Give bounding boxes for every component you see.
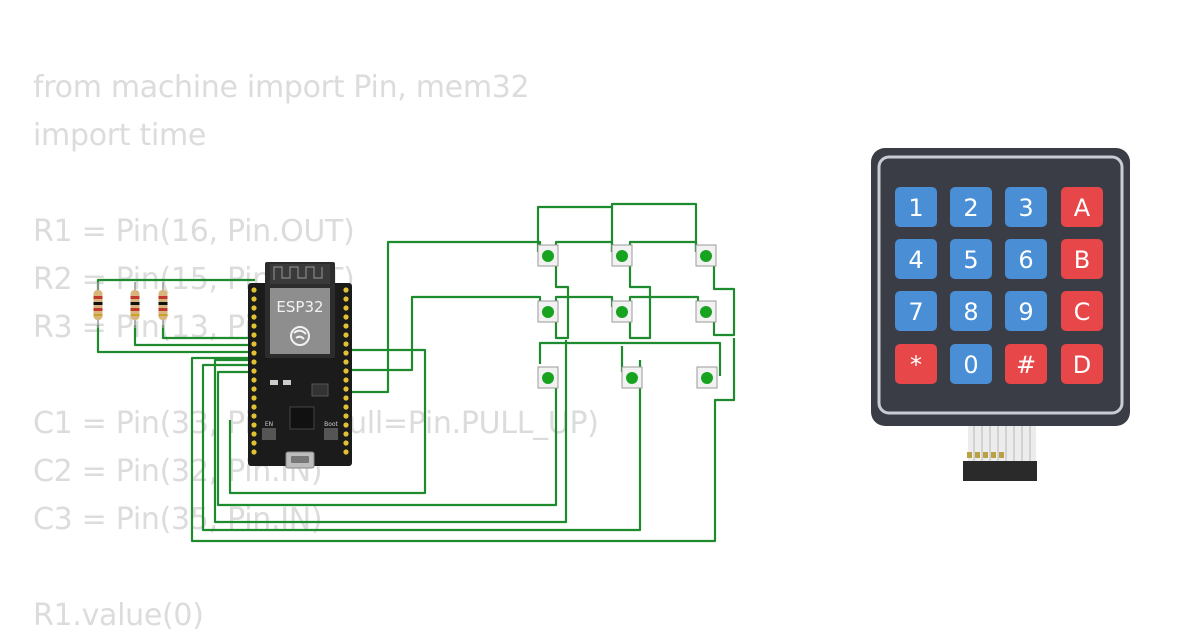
wire-row2[interactable] [350, 295, 542, 372]
wire-top-bus[interactable] [536, 205, 614, 252]
wire-r3[interactable] [161, 325, 255, 340]
pin-header-right [343, 287, 349, 455]
key-5[interactable]: 5 [950, 239, 992, 279]
wire-col2-link[interactable] [628, 266, 652, 340]
code-line-1: from machine import Pin, mem32 [33, 70, 530, 105]
keypad-connector[interactable] [963, 461, 1037, 481]
code-line-10: C3 = Pin(35, Pin.IN) [33, 502, 323, 537]
svg-text:B: B [1074, 246, 1090, 274]
usb-uart-chip [289, 406, 315, 430]
esp32-label: ESP32 [276, 298, 323, 316]
key-6[interactable]: 6 [1005, 239, 1047, 279]
pushbutton-3[interactable] [695, 244, 717, 267]
code-line-12: R1.value(0) [33, 598, 204, 633]
regulator-chip [311, 383, 329, 397]
wire-col3-link[interactable] [712, 266, 736, 337]
resistor-2[interactable] [130, 282, 140, 328]
svg-text:#: # [1016, 351, 1036, 379]
resistor-1[interactable] [93, 282, 103, 328]
esp32-chip-icon [270, 288, 330, 354]
pushbutton-5[interactable] [611, 300, 633, 323]
svg-text:3: 3 [1018, 194, 1033, 222]
pushbutton-6[interactable] [695, 300, 717, 323]
wires[interactable] [96, 202, 736, 543]
key-star[interactable]: * [895, 344, 937, 384]
wire-col1-link[interactable] [554, 266, 570, 340]
boot-label: Boot [324, 421, 338, 428]
svg-text:2: 2 [963, 194, 978, 222]
pushbutton-8[interactable] [621, 366, 643, 389]
key-3[interactable]: 3 [1005, 187, 1047, 227]
key-0[interactable]: 0 [950, 344, 992, 384]
svg-text:8: 8 [963, 298, 978, 326]
boot-button[interactable] [324, 428, 338, 440]
key-7[interactable]: 7 [895, 291, 937, 331]
en-label: EN [265, 421, 273, 428]
smd-component [283, 380, 291, 385]
smd-component [270, 380, 278, 385]
key-8[interactable]: 8 [950, 291, 992, 331]
key-hash[interactable]: # [1005, 344, 1047, 384]
svg-text:C: C [1074, 298, 1091, 326]
key-9[interactable]: 9 [1005, 291, 1047, 331]
wire-col-return4[interactable] [190, 338, 736, 543]
wire-row3[interactable] [538, 341, 722, 376]
espressif-logo-icon [290, 326, 310, 346]
svg-text:5: 5 [963, 246, 978, 274]
svg-text:0: 0 [963, 351, 978, 379]
key-1[interactable]: 1 [895, 187, 937, 227]
svg-text:7: 7 [908, 298, 923, 326]
antenna-trace [273, 266, 323, 280]
svg-text:6: 6 [1018, 246, 1033, 274]
pin-header-left [251, 287, 257, 455]
antenna-area [270, 264, 330, 284]
usb-port-opening [291, 456, 309, 463]
key-4[interactable]: 4 [895, 239, 937, 279]
wire-r2[interactable] [133, 325, 255, 347]
wire-col-return2[interactable] [213, 340, 568, 524]
wire-col-return1[interactable] [228, 348, 427, 495]
svg-text:A: A [1074, 194, 1091, 222]
svg-text:1: 1 [908, 194, 923, 222]
key-d[interactable]: D [1061, 344, 1103, 384]
pushbutton-2[interactable] [611, 244, 633, 267]
svg-text:9: 9 [1018, 298, 1033, 326]
wire-top-bus-b[interactable] [610, 202, 698, 252]
key-b[interactable]: B [1061, 239, 1103, 279]
pushbutton-1[interactable] [537, 244, 559, 267]
keypad-ribbon-cable [963, 426, 1037, 481]
key-2[interactable]: 2 [950, 187, 992, 227]
pushbutton-4[interactable] [537, 300, 559, 323]
wire-r1-b[interactable] [96, 325, 255, 354]
pushbutton-9[interactable] [696, 366, 718, 389]
en-button[interactable] [262, 428, 276, 440]
code-line-2: import time [33, 118, 207, 153]
svg-text:D: D [1073, 351, 1091, 379]
wire-col-return5[interactable] [216, 370, 558, 507]
svg-text:4: 4 [908, 246, 923, 274]
code-line-4: R1 = Pin(16, Pin.OUT) [33, 214, 355, 249]
svg-text:*: * [910, 351, 922, 379]
esp32-board[interactable]: ESP32 Boot EN [248, 262, 352, 469]
resistor-3[interactable] [158, 282, 168, 328]
wire-col-return3[interactable] [201, 360, 642, 532]
key-c[interactable]: C [1061, 291, 1103, 331]
pushbutton-7[interactable] [537, 366, 559, 389]
key-a[interactable]: A [1061, 187, 1103, 227]
keypad-frame [877, 155, 1124, 415]
